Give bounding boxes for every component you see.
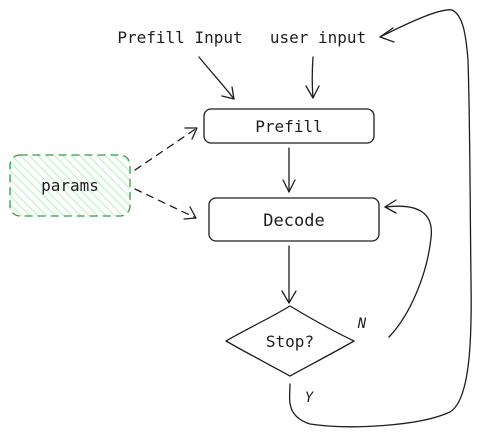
stop-decision-node: Stop? bbox=[225, 305, 355, 377]
arrow-params-to-decode bbox=[134, 188, 197, 220]
params-label: params bbox=[41, 176, 99, 195]
yes-edge-label: Y bbox=[305, 390, 315, 406]
user-input-label: user input bbox=[270, 28, 366, 47]
arrow-prefill-to-decode bbox=[282, 147, 296, 193]
prefill-input-label: Prefill Input bbox=[117, 28, 242, 47]
no-edge-label: N bbox=[357, 316, 367, 332]
arrow-no-loop-to-decode bbox=[384, 199, 433, 338]
stop-label: Stop? bbox=[266, 332, 314, 351]
arrow-yes-loop-to-user-input bbox=[288, 9, 472, 428]
decode-node: Decode bbox=[208, 197, 380, 242]
prefill-node: Prefill bbox=[203, 108, 375, 144]
arrow-prefill-input-to-prefill bbox=[198, 56, 235, 100]
arrow-user-input-to-prefill bbox=[305, 56, 320, 99]
params-node: params bbox=[9, 154, 131, 217]
arrow-params-to-prefill bbox=[134, 127, 198, 171]
prefill-label: Prefill bbox=[255, 117, 322, 136]
arrow-decode-to-stop bbox=[281, 245, 297, 304]
decode-label: Decode bbox=[263, 211, 324, 231]
